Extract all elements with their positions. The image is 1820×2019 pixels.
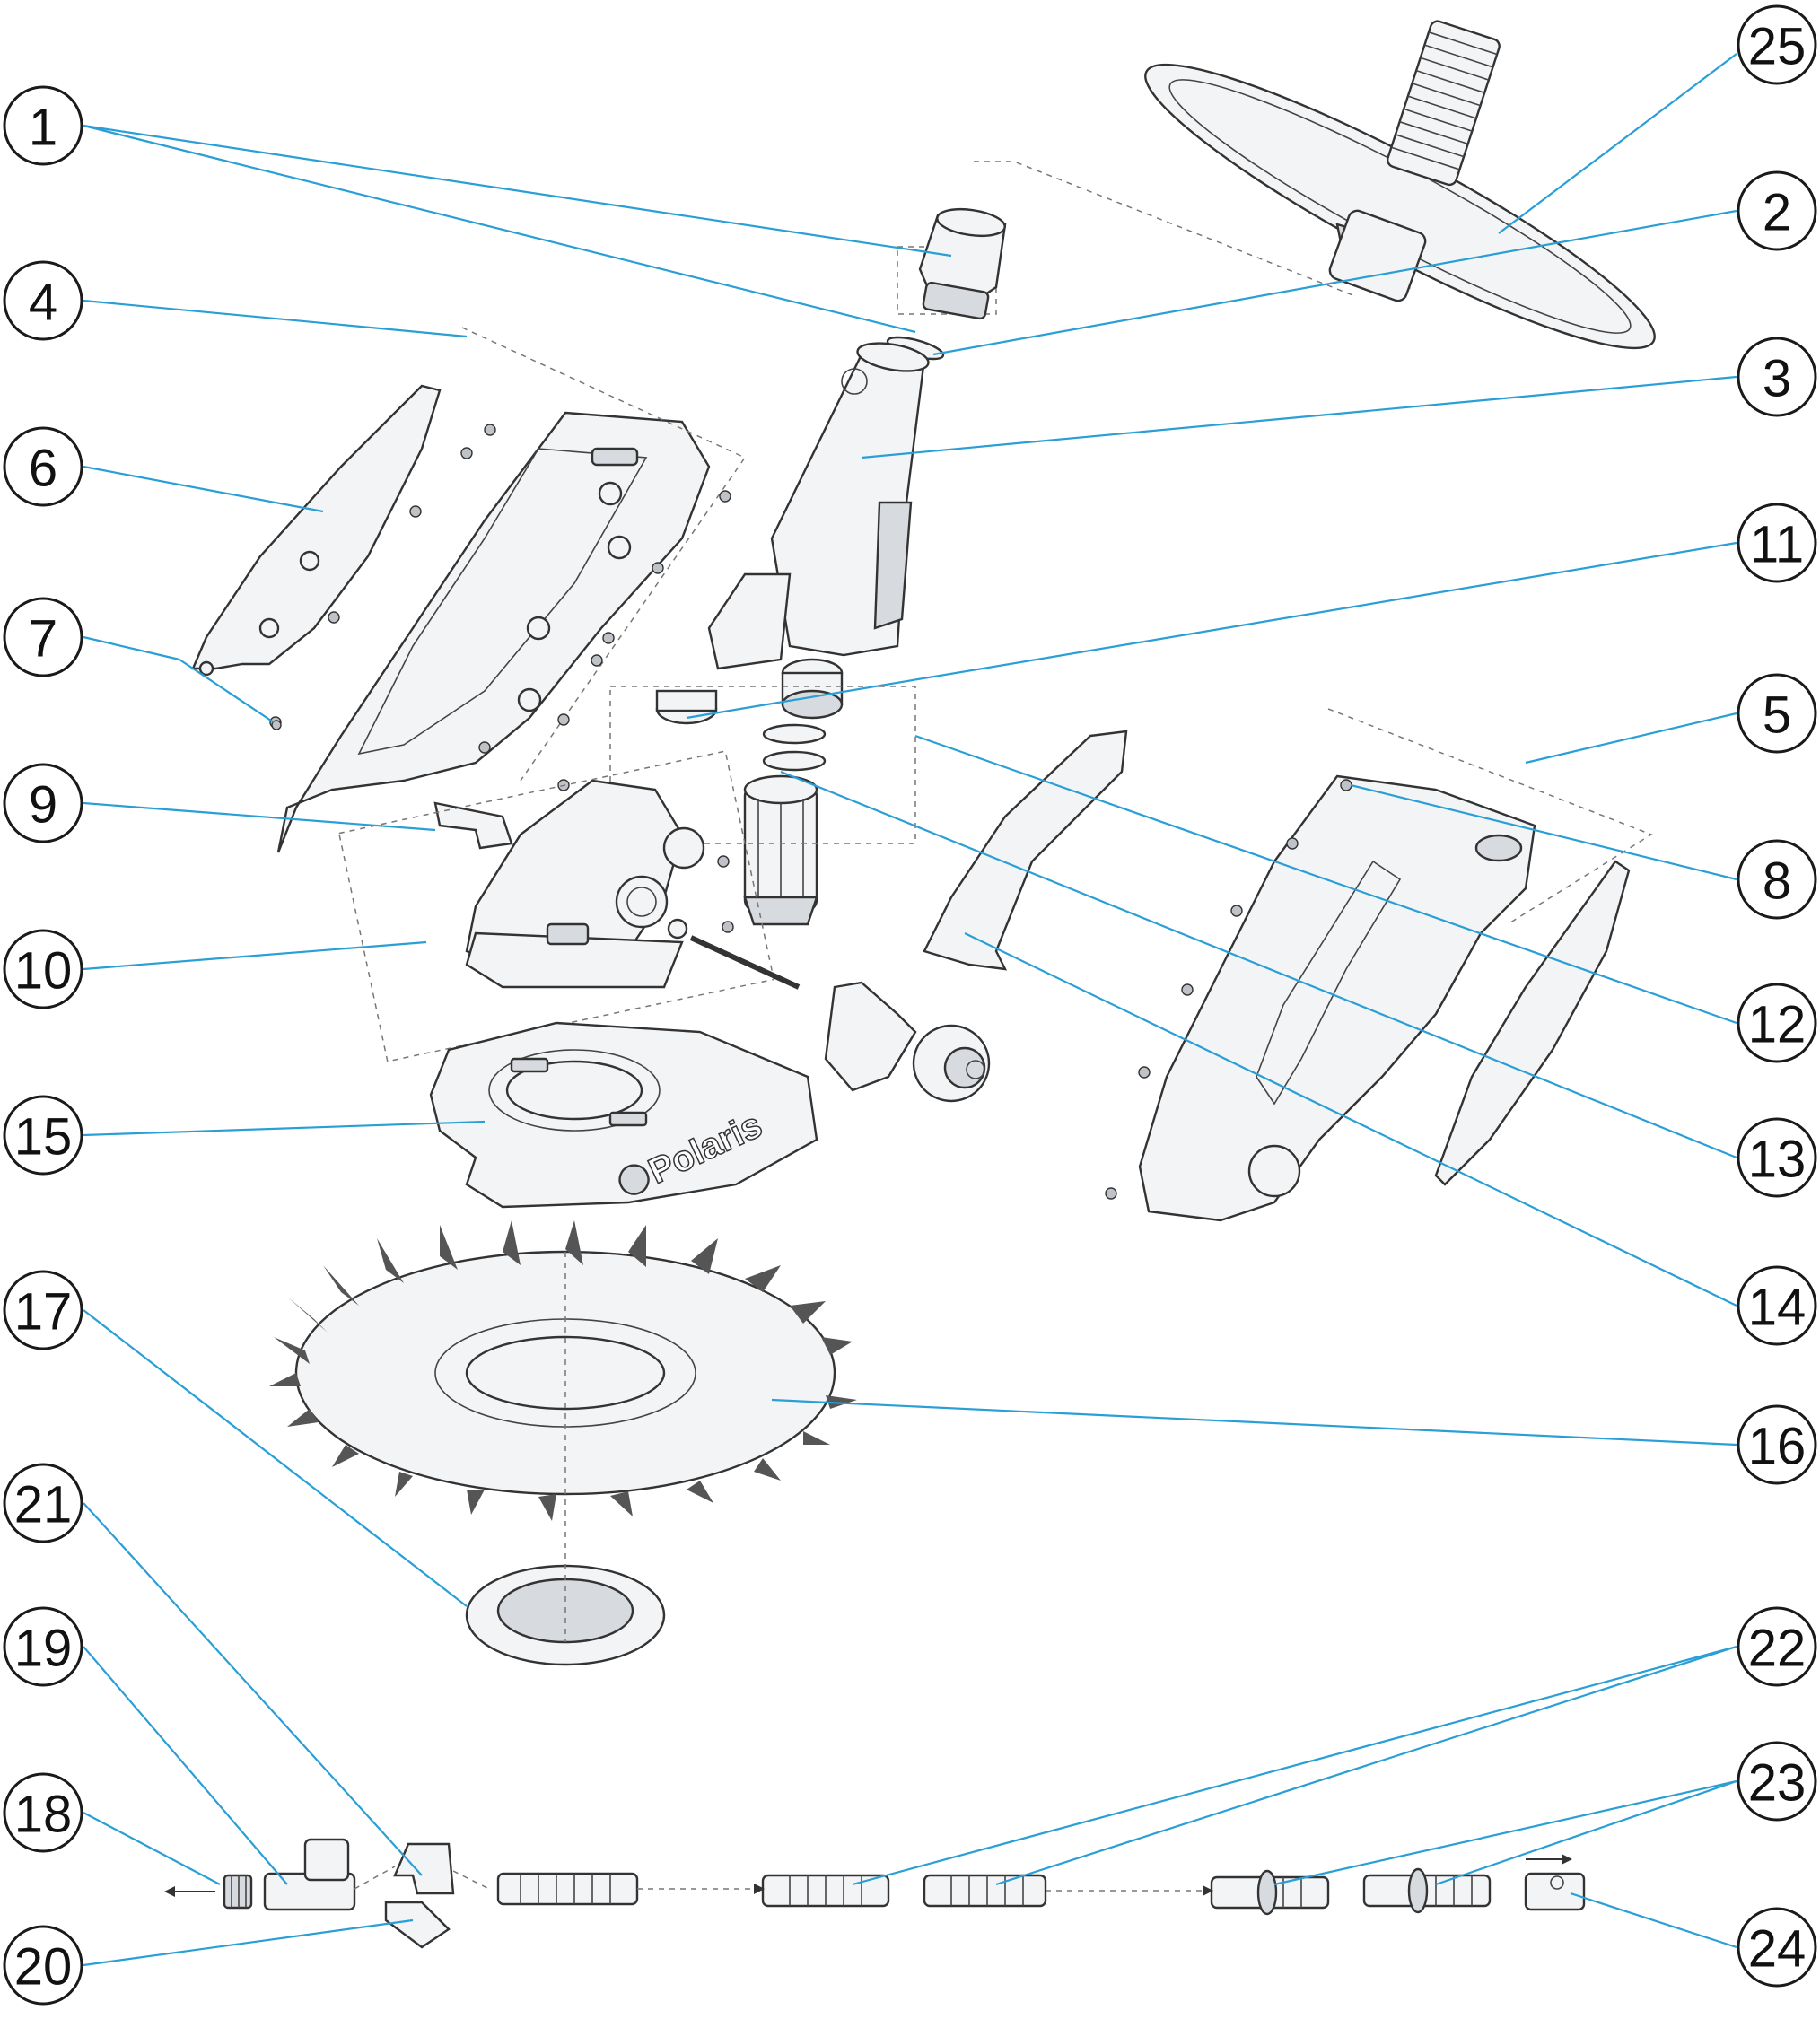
callout-label: 21 — [14, 1476, 73, 1534]
part-10-chassis — [465, 779, 705, 989]
callout-label: 9 — [29, 776, 57, 835]
part-16-sweep-disc — [269, 1220, 857, 1521]
part-18-fitting — [223, 1874, 253, 1910]
callout-5: 5 — [1737, 673, 1817, 754]
part-19-elbow — [263, 1838, 356, 1911]
part-17-lower-ring — [465, 1564, 666, 1666]
callout-8: 8 — [1737, 839, 1817, 920]
callout-16: 16 — [1737, 1404, 1817, 1485]
callout-label: 6 — [29, 440, 57, 498]
callout-label: 14 — [1748, 1279, 1807, 1337]
screws-left — [269, 424, 734, 933]
callout-label: 7 — [29, 610, 57, 669]
callout-25: 25 — [1737, 4, 1817, 85]
callout-3: 3 — [1737, 336, 1817, 417]
callout-17: 17 — [3, 1270, 83, 1350]
callout-label: 25 — [1748, 18, 1807, 76]
part-4-left-shell — [276, 411, 711, 853]
callout-9: 9 — [3, 763, 83, 843]
callout-2: 2 — [1737, 170, 1817, 251]
part-1-swivel — [918, 207, 1007, 320]
callout-7: 7 — [3, 597, 83, 677]
callout-label: 13 — [1748, 1131, 1807, 1189]
part-21-corner — [393, 1842, 455, 1895]
callout-14: 14 — [1737, 1265, 1817, 1346]
part-5-right-shell — [1138, 774, 1536, 1222]
part-13-gasket — [762, 723, 827, 745]
callout-label: 3 — [1763, 350, 1791, 408]
callout-21: 21 — [3, 1463, 83, 1543]
callout-label: 22 — [1748, 1620, 1807, 1678]
part-12-ring — [655, 689, 718, 725]
assembly-guide-12 — [609, 686, 916, 844]
part-right-side-panel — [1434, 860, 1631, 1186]
callout-1: 1 — [3, 85, 83, 166]
callout-20: 20 — [3, 1925, 83, 2006]
part-14-bumper — [923, 730, 1128, 971]
part-25-disc-adapter — [1144, 20, 1656, 350]
callout-6: 6 — [3, 426, 83, 507]
callout-label: 20 — [14, 1938, 73, 1997]
assembly-guide-10 — [337, 750, 775, 1062]
callout-label: 5 — [1763, 686, 1791, 745]
callout-19: 19 — [3, 1606, 83, 1687]
hose-flow-guides — [164, 1854, 1572, 1897]
callout-label: 10 — [14, 942, 73, 1001]
callout-label: 1 — [29, 99, 57, 157]
callout-13: 13 — [1737, 1117, 1817, 1198]
part-11-cap — [781, 658, 844, 720]
callout-label: 15 — [14, 1108, 73, 1167]
part-6-side-panel — [191, 384, 442, 677]
hose-segments — [496, 1867, 1492, 1916]
leader-lines — [83, 53, 1737, 1967]
callout-11: 11 — [1737, 503, 1817, 583]
part-gear-assembly — [824, 981, 991, 1103]
callout-label: 23 — [1748, 1754, 1807, 1813]
callout-label: 4 — [29, 274, 57, 332]
callout-label: 8 — [1763, 852, 1791, 911]
assembly-guide-5 — [1327, 708, 1653, 925]
callout-label: 16 — [1748, 1418, 1807, 1476]
assembly-guide-25 — [974, 161, 1356, 297]
callout-4: 4 — [3, 260, 83, 341]
callout-label: 12 — [1748, 996, 1807, 1054]
callout-label: 18 — [14, 1786, 73, 1844]
part-axle — [689, 935, 801, 990]
callout-label: 11 — [1750, 516, 1804, 574]
callout-label: 24 — [1748, 1920, 1807, 1979]
callout-22: 22 — [1737, 1606, 1817, 1687]
part-15-base-plate: Polaris — [429, 1021, 818, 1209]
callout-label: 17 — [14, 1283, 73, 1342]
callout-label: 2 — [1763, 184, 1791, 242]
part-valve-body — [743, 774, 818, 926]
part-24-end-fitting — [1524, 1872, 1586, 1911]
part-13-diaphragm — [762, 750, 827, 772]
part-bushing — [667, 918, 688, 940]
callout-15: 15 — [3, 1095, 83, 1176]
part-3-body-tube — [707, 342, 930, 670]
part-9-clip — [433, 801, 513, 850]
callout-23: 23 — [1737, 1741, 1817, 1822]
callout-label: 19 — [14, 1620, 73, 1678]
callout-24: 24 — [1737, 1907, 1817, 1988]
callout-10: 10 — [3, 929, 83, 1010]
callout-18: 18 — [3, 1772, 83, 1853]
callout-12: 12 — [1737, 983, 1817, 1063]
assembly-guide-4 — [461, 327, 747, 782]
screws-right — [1105, 779, 1352, 1200]
part-20-y-piece — [384, 1901, 451, 1949]
